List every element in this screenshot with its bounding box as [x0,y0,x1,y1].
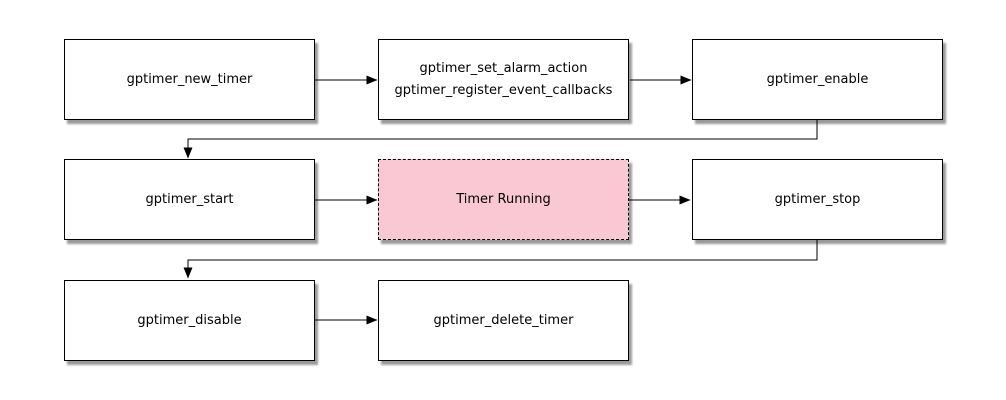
node-gptimer-config: gptimer_set_alarm_action gptimer_registe… [378,39,629,120]
node-label: gptimer_enable [766,71,869,87]
node-label: gptimer_new_timer [126,71,253,87]
node-gptimer-delete-timer: gptimer_delete_timer [378,280,629,361]
node-label: gptimer_start [145,191,234,207]
node-label: gptimer_delete_timer [433,312,574,328]
node-gptimer-enable: gptimer_enable [692,39,943,120]
node-label: Timer Running [456,191,551,207]
node-label: gptimer_stop [774,191,861,207]
node-label: gptimer_set_alarm_action [419,60,588,76]
node-label: gptimer_disable [137,312,242,328]
node-timer-running: Timer Running [378,159,629,240]
node-label: gptimer_register_event_callbacks [394,82,613,98]
node-gptimer-stop: gptimer_stop [692,159,943,240]
edge-stop-to-disable [183,240,818,279]
node-gptimer-new-timer: gptimer_new_timer [64,39,315,120]
node-gptimer-disable: gptimer_disable [64,280,315,361]
edge-enable-to-start [183,120,818,159]
node-gptimer-start: gptimer_start [64,159,315,240]
